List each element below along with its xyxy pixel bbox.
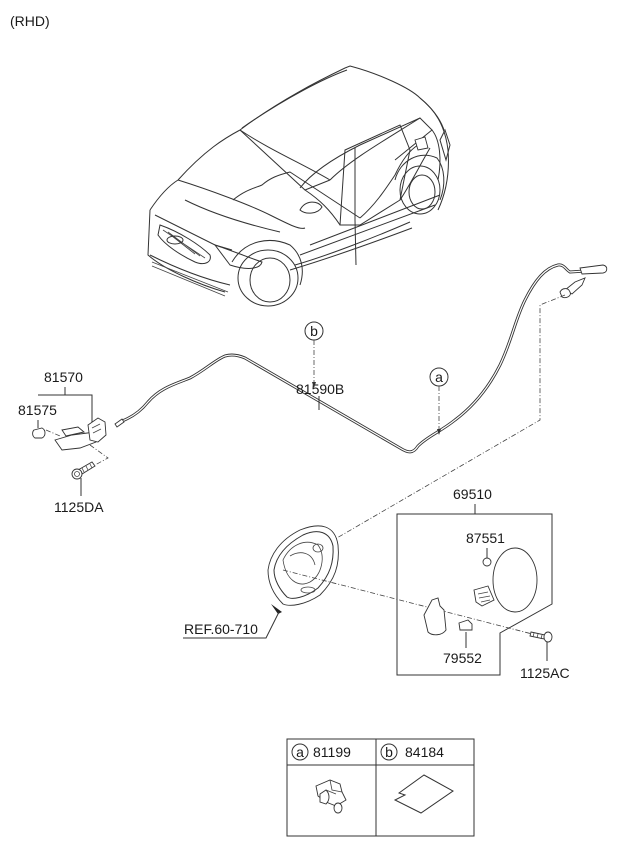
marker-b: b xyxy=(304,321,324,388)
release-lever-assembly: 81570 81575 1125DA xyxy=(18,369,109,515)
variant-label: (RHD) xyxy=(10,13,50,29)
callout-79552: 79552 xyxy=(443,650,482,666)
cable-clip-icon xyxy=(315,779,347,814)
vehicle-illustration xyxy=(147,65,451,307)
legend-marker-b: b xyxy=(385,744,393,760)
legend-part-84184: 84184 xyxy=(405,744,444,760)
bolt-axis-line xyxy=(282,569,541,637)
legend-item-b: b 84184 xyxy=(380,743,454,814)
fuel-filler-housing-ref: REF.60-710 xyxy=(183,525,339,639)
callout-81590B: 81590B xyxy=(296,381,344,397)
cable-assembly-81590B xyxy=(114,263,608,454)
callout-81575: 81575 xyxy=(18,402,57,418)
marker-a: a xyxy=(429,367,449,435)
fuel-filler-door-assembly: 69510 87551 79552 1125AC xyxy=(396,486,570,681)
legend-part-81199: 81199 xyxy=(313,744,351,760)
callout-81570: 81570 xyxy=(44,369,83,385)
callout-87551: 87551 xyxy=(466,530,505,546)
pad-icon xyxy=(393,774,454,814)
callout-69510: 69510 xyxy=(453,486,492,502)
marker-b-label: b xyxy=(310,323,318,339)
assembly-guide-line xyxy=(329,294,566,543)
legend-item-a: a 81199 xyxy=(291,743,351,814)
reference-label: REF.60-710 xyxy=(184,621,258,637)
callout-1125DA: 1125DA xyxy=(54,499,104,515)
legend-table: a 81199 b 84184 xyxy=(286,738,475,837)
legend-marker-a: a xyxy=(296,744,304,760)
callout-1125AC: 1125AC xyxy=(520,665,570,681)
marker-a-label: a xyxy=(435,369,443,385)
